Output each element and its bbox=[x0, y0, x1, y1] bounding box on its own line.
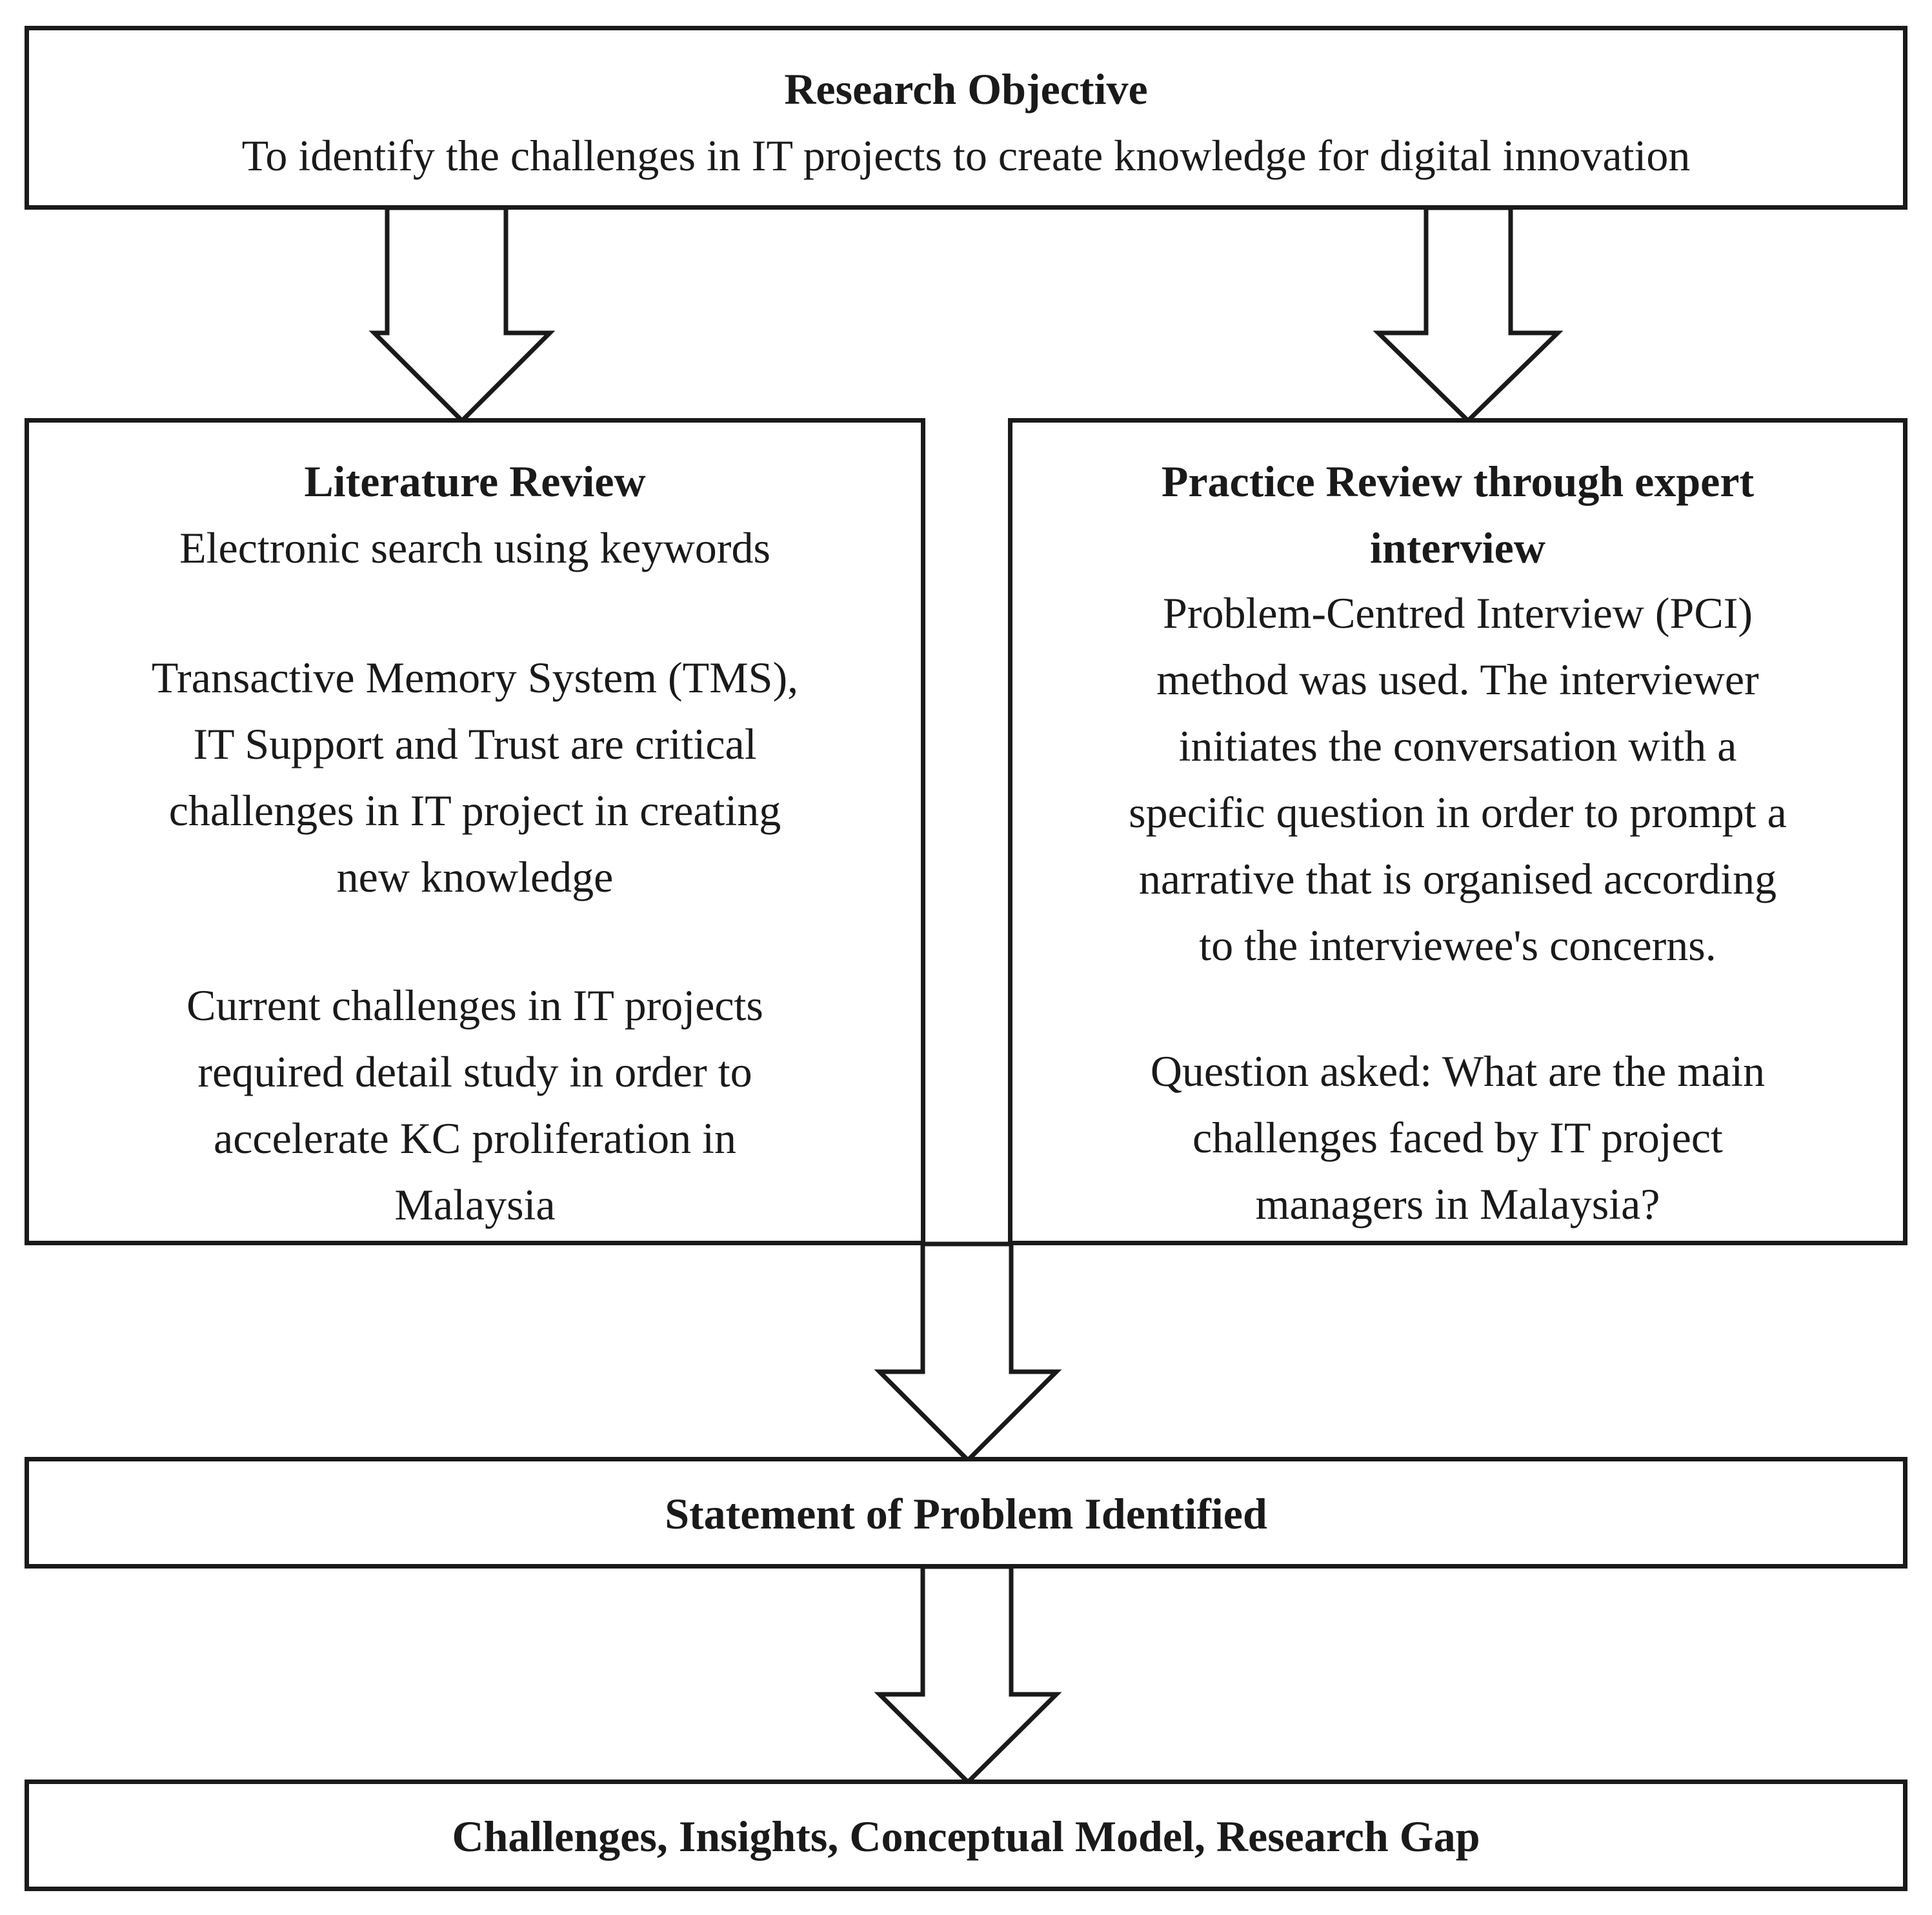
literature-step2-text: Transactive Memory System (TMS), IT Supp… bbox=[151, 653, 799, 901]
problem-statement-box: Statement of Problem Identified bbox=[25, 1457, 1907, 1569]
practice-question-text: Question asked: What are the main challe… bbox=[1150, 1047, 1766, 1228]
research-objective-title: Research Objective bbox=[784, 65, 1148, 114]
practice-review-box: Practice Review through expert interview… bbox=[1008, 418, 1907, 1245]
arrow-objective-to-practice bbox=[1373, 205, 1564, 424]
practice-method-text: Problem-Centred Interview (PCI) method w… bbox=[1129, 588, 1787, 970]
arrow-problem-to-outcome bbox=[874, 1564, 1062, 1785]
outcome-title: Challenges, Insights, Conceptual Model, … bbox=[452, 1812, 1480, 1861]
outcome-box: Challenges, Insights, Conceptual Model, … bbox=[25, 1780, 1907, 1891]
arrow-reviews-to-problem bbox=[874, 1241, 1062, 1463]
research-objective-box: Research Objective To identify the chall… bbox=[25, 26, 1907, 210]
problem-statement-title: Statement of Problem Identified bbox=[665, 1489, 1267, 1538]
research-objective-text: To identify the challenges in IT project… bbox=[241, 131, 1691, 180]
literature-review-title: Literature Review bbox=[304, 457, 646, 506]
literature-step1-text: Electronic search using keywords bbox=[179, 523, 770, 572]
literature-step3-text: Current challenges in IT projects requir… bbox=[186, 981, 763, 1229]
literature-review-box: Literature Review Electronic search usin… bbox=[25, 418, 925, 1245]
practice-review-title: Practice Review through expert interview bbox=[1161, 457, 1755, 572]
arrow-objective-to-literature bbox=[368, 205, 556, 424]
